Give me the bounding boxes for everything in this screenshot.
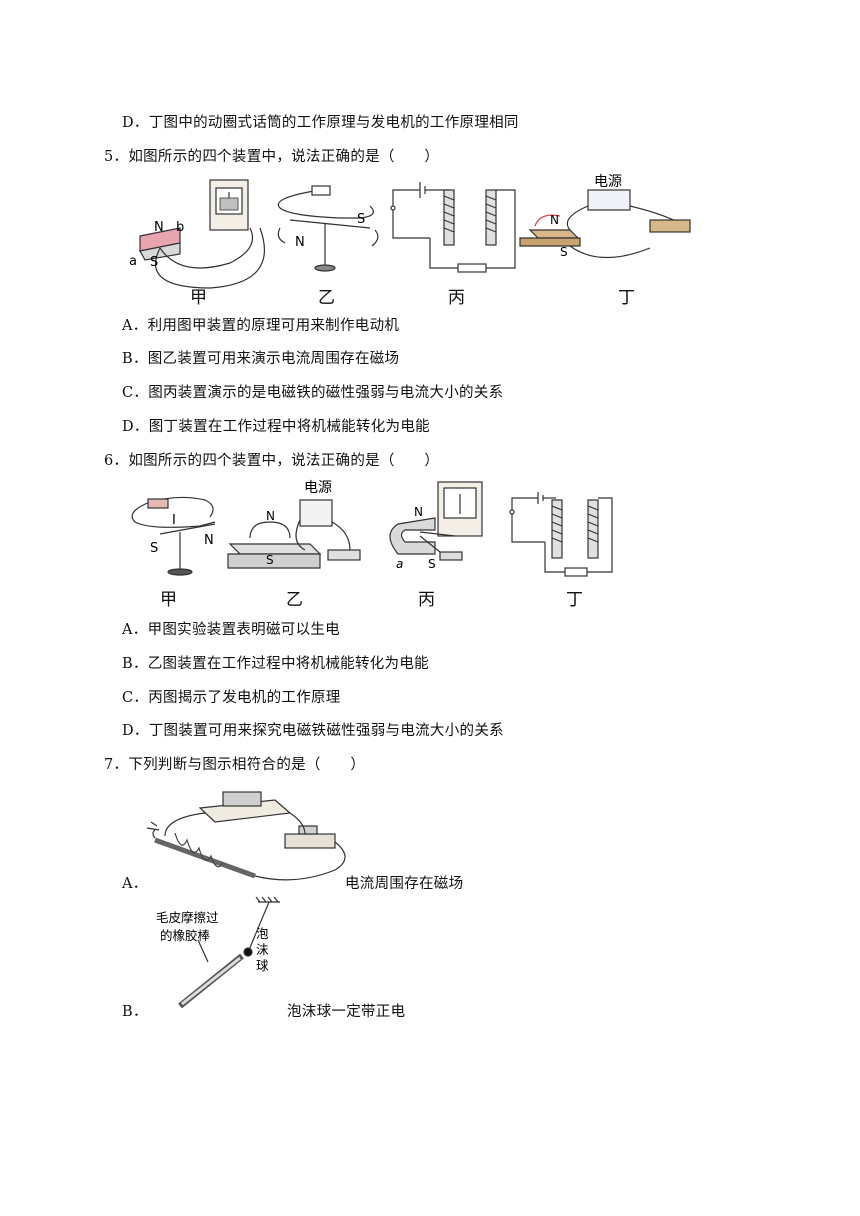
svg-text:S: S xyxy=(150,541,158,556)
svg-text:球: 球 xyxy=(256,958,269,973)
q6-stem: 6．如图所示的四个装置中，说法正确的是（ ） xyxy=(104,453,440,469)
q6-option-b: B．乙图装置在工作过程中将机械能转化为电能 xyxy=(122,656,429,672)
q6-fig-jia xyxy=(131,496,216,576)
svg-text:S: S xyxy=(150,255,158,270)
q5-caption-yi: 乙 xyxy=(318,288,335,308)
q6-caption-ding: 丁 xyxy=(566,590,583,610)
svg-text:N: N xyxy=(414,505,423,519)
svg-text:S: S xyxy=(357,212,365,227)
q7-option-b-letter: B． xyxy=(122,1004,148,1020)
q6-fig-yi-labels: 电源 N S xyxy=(266,480,332,567)
svg-text:N: N xyxy=(204,533,214,548)
q5-fig-ding xyxy=(519,189,691,259)
svg-text:I: I xyxy=(172,513,176,528)
q5-option-d: D．图丁装置在工作过程中将机械能转化为电能 xyxy=(122,419,430,435)
svg-text:沫: 沫 xyxy=(256,942,269,957)
q6-fig-ding xyxy=(509,492,613,577)
svg-text:泡: 泡 xyxy=(256,926,269,941)
q6-fig-yi xyxy=(227,499,361,569)
q6-option-c: C．丙图揭示了发电机的工作原理 xyxy=(122,690,341,706)
q7-stem: 7．下列判断与图示相符合的是（ ） xyxy=(104,757,366,773)
q7-option-a-letter: A． xyxy=(122,876,148,892)
svg-text:S: S xyxy=(266,553,274,567)
q7-figure-a xyxy=(146,791,346,881)
q5-fig-jia-labels: N b a S xyxy=(129,220,184,270)
q6-caption-yi: 乙 xyxy=(286,590,303,610)
svg-text:电源: 电源 xyxy=(594,174,622,190)
q5-stem: 5．如图所示的四个装置中，说法正确的是（ ） xyxy=(104,149,440,165)
svg-text:的橡胶棒: 的橡胶棒 xyxy=(160,928,211,943)
q6-caption-bing: 丙 xyxy=(418,590,435,610)
svg-text:N: N xyxy=(266,509,275,523)
q7-option-a-text: 电流周围存在磁场 xyxy=(345,876,464,892)
q5-fig-bing xyxy=(390,182,516,273)
q6-fig-jia-labels: I S N xyxy=(150,513,214,556)
svg-text:S: S xyxy=(428,557,436,571)
q5-option-c: C．图丙装置演示的是电磁铁的磁性强弱与电流大小的关系 xyxy=(122,385,504,401)
q5-figures: N b a S N S xyxy=(129,174,691,289)
svg-text:a: a xyxy=(396,557,403,571)
svg-text:b: b xyxy=(176,220,184,235)
svg-text:N: N xyxy=(295,235,305,250)
q5-fig-yi-labels: N S xyxy=(295,212,365,250)
q5-caption-jia: 甲 xyxy=(190,288,207,308)
q5-fig-ding-labels: 电源 N S xyxy=(550,174,622,259)
svg-text:a: a xyxy=(129,254,137,269)
q7-option-b-text: 泡沫球一定带正电 xyxy=(287,1004,406,1020)
q5-caption-ding: 丁 xyxy=(618,288,635,308)
q6-caption-jia: 甲 xyxy=(160,590,177,610)
q5-fig-jia xyxy=(139,179,265,289)
q7-figure-b: 毛皮摩擦过 的橡胶棒 泡 沫 球 xyxy=(156,896,280,1009)
svg-text:N: N xyxy=(154,220,164,235)
q6-option-d: D．丁图装置可用来探究电磁铁磁性强弱与电流大小的关系 xyxy=(122,723,504,739)
svg-text:N: N xyxy=(550,213,559,227)
svg-text:S: S xyxy=(560,245,568,259)
svg-text:毛皮摩擦过: 毛皮摩擦过 xyxy=(156,910,219,925)
q5-caption-bing: 丙 xyxy=(448,288,465,308)
q5-option-b: B．图乙装置可用来演示电流周围存在磁场 xyxy=(122,351,400,367)
q5-option-a: A．利用图甲装置的原理可用来制作电动机 xyxy=(122,318,400,334)
q6-figures: I S N 电源 N S N a S xyxy=(131,480,613,577)
q6-fig-bing xyxy=(389,481,483,561)
q6-option-a: A．甲图实验装置表明磁可以生电 xyxy=(122,622,340,638)
q6-fig-bing-labels: N a S xyxy=(396,505,436,571)
svg-text:电源: 电源 xyxy=(304,480,332,496)
q5-fig-yi xyxy=(277,185,379,272)
q4-option-d: D．丁图中的动圈式话筒的工作原理与发电机的工作原理相同 xyxy=(122,115,519,131)
